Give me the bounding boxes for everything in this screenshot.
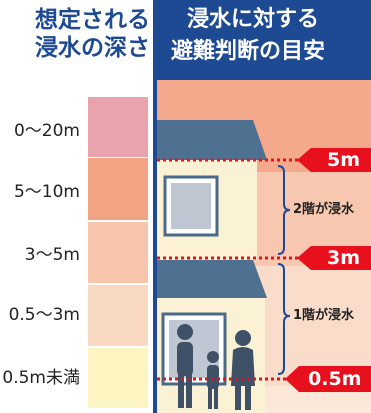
marker-3m-label: 3m [327, 247, 361, 269]
level-swatch-2 [88, 158, 148, 220]
bracket-lower [277, 263, 291, 375]
roof-lower [157, 260, 267, 298]
right-title-line2: 避難判断の目安 [171, 39, 326, 64]
marker-5m-label: 5m [327, 149, 361, 171]
level-label-1: 0〜20m [13, 121, 80, 141]
marker-05m-label: 0.5m [308, 368, 362, 390]
window-upper-glass [171, 183, 211, 229]
marker-05m-shape [285, 366, 371, 392]
right-title-line1: 浸水に対する [187, 7, 320, 32]
floor-label-1f: 1階が浸水 [293, 308, 355, 323]
right-header: 浸水に対する 避難判断の目安 [157, 0, 371, 80]
level-swatch-5 [88, 348, 148, 408]
level-label-4: 0.5〜3m [8, 305, 80, 325]
left-header: 想定される 浸水の深さ [0, 0, 153, 80]
left-title-line2: 浸水の深さ [35, 35, 150, 61]
flood-depth-scene: 5m 3m 0.5m 2階が浸水 1階が浸水 [157, 80, 371, 413]
level-swatch-3 [88, 222, 148, 283]
people-silhouettes [177, 324, 255, 410]
house-illustration [157, 80, 371, 413]
left-title-line1: 想定される [35, 7, 150, 33]
marker-3m-shape [297, 246, 371, 270]
level-label-2: 5〜10m [13, 182, 80, 202]
floor-label-2f: 2階が浸水 [293, 202, 355, 217]
bracket-upper [277, 165, 291, 255]
roof-upper [157, 120, 267, 160]
level-swatch-1 [88, 97, 148, 157]
level-label-3: 3〜5m [24, 245, 80, 265]
panel-divider [153, 0, 157, 413]
level-swatch-4 [88, 285, 148, 346]
level-label-5: 0.5m未満 [2, 368, 80, 388]
marker-5m-shape [297, 148, 371, 172]
